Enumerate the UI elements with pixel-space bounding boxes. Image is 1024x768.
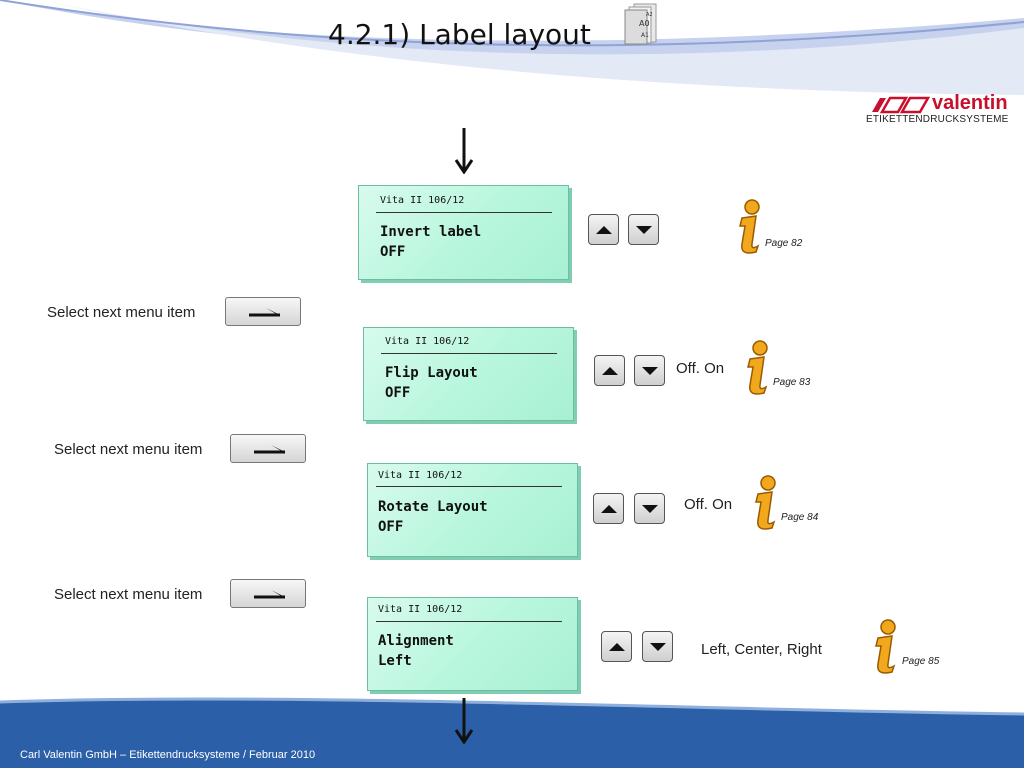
up-button[interactable] [588,214,619,245]
triangle-up-icon [595,225,612,234]
doc-label-a2: A2 [646,12,653,18]
valentin-logo-mark [872,96,931,114]
down-arrow-icon [454,698,474,744]
option-values: Off. On [676,360,725,377]
up-button[interactable] [601,631,632,662]
option-values: Off. On [684,496,733,513]
down-arrow-icon [454,128,474,174]
footer-band [0,697,1024,768]
doc-label-a0: A0 [639,19,650,28]
document-stack-icon: A2 A0 A1 [624,3,657,45]
enter-arrow-icon [254,590,285,599]
select-next-label: Select next menu item [47,304,196,321]
triangle-down-icon [649,642,666,651]
doc-label-a1: A1 [641,32,649,39]
lcd-line-2: Left [378,653,412,669]
select-next-label: Select next menu item [54,586,203,603]
next-menu-item-button[interactable] [230,434,306,463]
next-menu-item-button[interactable] [230,579,306,608]
lcd-divider [376,621,562,622]
down-button[interactable] [634,355,665,386]
enter-arrow-icon [254,445,285,454]
lcd-device-label: Vita II 106/12 [380,195,465,206]
option-values: Left, Center, Right [701,641,822,658]
header-swoosh [0,0,1024,95]
lcd-device-label: Vita II 106/12 [378,470,463,481]
lcd-line-1: Alignment [378,633,454,649]
lcd-line-1: Invert label [380,224,482,240]
info-icon [755,475,776,530]
info-icon [875,619,896,674]
next-menu-item-button[interactable] [225,297,301,326]
lcd-line-2: OFF [378,519,404,535]
triangle-down-icon [641,366,658,375]
info-icon [747,340,768,395]
page-reference[interactable]: Page 83 [773,377,811,388]
logo-tagline: ETIKETTENDRUCKSYSTEME [866,114,1009,125]
lcd-line-1: Rotate Layout [378,499,488,515]
lcd-device-label: Vita II 106/12 [378,604,463,615]
lcd-display-invert-label: Vita II 106/12 Invert label OFF [358,185,569,280]
enter-arrow-icon [249,308,280,317]
page-reference[interactable]: Page 84 [781,512,819,523]
lcd-divider [376,212,552,213]
lcd-line-2: OFF [380,244,406,260]
triangle-down-icon [641,504,658,513]
lcd-divider [381,353,557,354]
lcd-display-rotate-layout: Vita II 106/12 Rotate Layout OFF [367,463,578,557]
down-button[interactable] [634,493,665,524]
triangle-up-icon [601,366,618,375]
triangle-up-icon [600,504,617,513]
lcd-display-flip-layout: Vita II 106/12 Flip Layout OFF [363,327,574,421]
footer-text: Carl Valentin GmbH – Etikettendrucksyste… [20,749,316,761]
page-reference[interactable]: Page 85 [902,656,940,667]
lcd-line-2: OFF [385,385,411,401]
page-reference[interactable]: Page 82 [765,238,803,249]
down-button[interactable] [628,214,659,245]
up-button[interactable] [593,493,624,524]
info-icon [739,199,760,254]
lcd-divider [376,486,562,487]
triangle-up-icon [608,642,625,651]
lcd-display-alignment: Vita II 106/12 Alignment Left [367,597,578,691]
select-next-label: Select next menu item [54,441,203,458]
page-title: 4.2.1) Label layout [328,18,591,51]
logo-brand: valentin [932,92,1008,114]
triangle-down-icon [635,225,652,234]
down-button[interactable] [642,631,673,662]
lcd-device-label: Vita II 106/12 [385,336,470,347]
up-button[interactable] [594,355,625,386]
lcd-line-1: Flip Layout [385,365,478,381]
